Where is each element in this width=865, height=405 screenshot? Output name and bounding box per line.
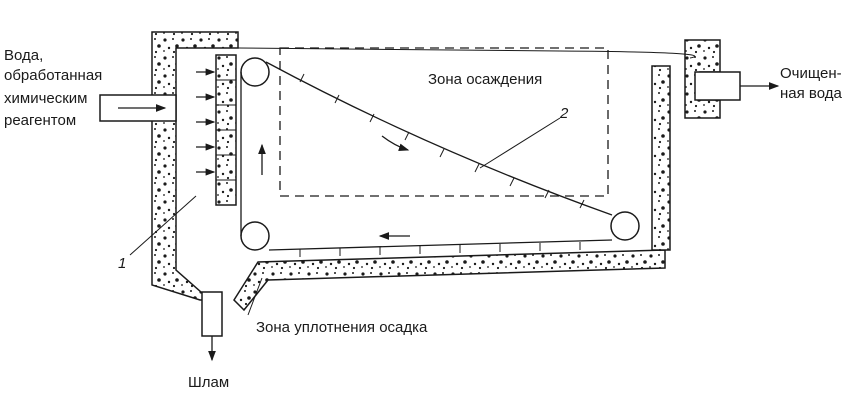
- settling-zone-box: [279, 47, 609, 197]
- belt-down-arrow: [381, 135, 410, 152]
- settling-zone-label: Зона осаждения: [428, 71, 542, 88]
- svg-text:Очищен-: Очищен-: [780, 65, 842, 82]
- marker-1: 1: [118, 255, 126, 272]
- bottom-floor: [233, 249, 666, 312]
- outlet-pipe: [694, 71, 780, 101]
- inlet-label: Вода, обработанная химическим реагентом: [4, 47, 102, 129]
- roller-bottom-left: [240, 221, 270, 251]
- svg-text:химическим: химическим: [4, 90, 87, 107]
- svg-text:Вода,: Вода,: [4, 47, 43, 64]
- inlet-pipe: [99, 94, 177, 122]
- outlet-label: Очищен- ная вода: [780, 65, 842, 102]
- bottom-paddles: [299, 242, 581, 257]
- partition-flow-arrows: [196, 68, 216, 176]
- roller-top-left: [240, 57, 270, 87]
- leader-2: [479, 117, 561, 169]
- svg-text:ная вода: ная вода: [780, 85, 842, 102]
- direction-arrows: [258, 135, 410, 240]
- scraper-belt: [240, 61, 613, 251]
- right-wall: [651, 65, 671, 251]
- sludge-label: Шлам: [188, 374, 229, 391]
- water-surface: [237, 47, 696, 59]
- sludge-pipe: [201, 291, 223, 362]
- marker-2: 2: [559, 105, 569, 122]
- roller-right: [610, 211, 640, 241]
- svg-text:обработанная: обработанная: [4, 67, 102, 84]
- scraper-paddles: [299, 73, 585, 209]
- partition-blocks: [216, 79, 236, 181]
- svg-text:реагентом: реагентом: [4, 112, 76, 129]
- leader-lines: [129, 117, 561, 316]
- compaction-zone-label: Зона уплотнения осадка: [256, 319, 428, 336]
- leader-compaction: [247, 277, 263, 316]
- leader-1: [129, 195, 197, 256]
